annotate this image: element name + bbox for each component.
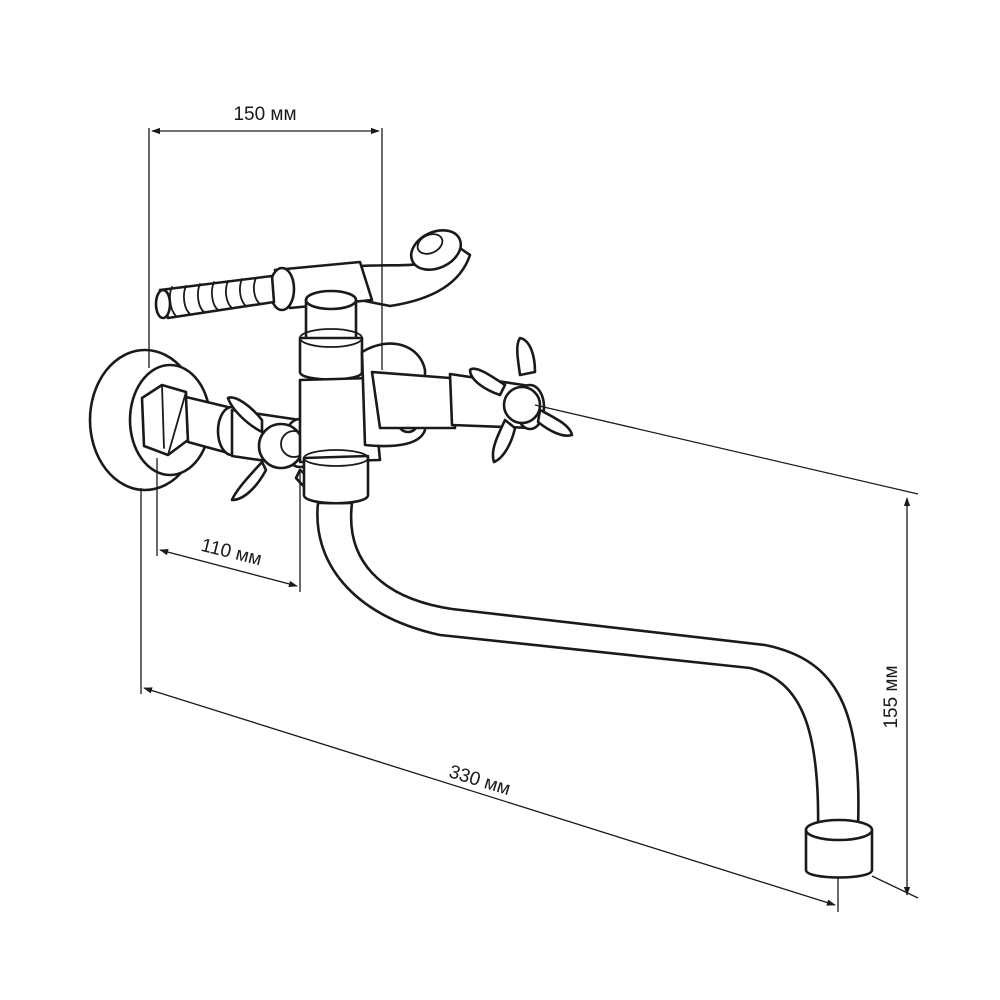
dimension-150-label: 150 мм (233, 104, 296, 125)
spout-union (302, 454, 370, 505)
right-valve (360, 336, 574, 464)
mixer-body (298, 376, 382, 505)
diverter-knob-top (416, 233, 444, 255)
hex-nut (140, 383, 190, 457)
wall-mount-left (88, 348, 248, 492)
shower-diverter (154, 229, 472, 381)
right-cross-handle (468, 336, 574, 464)
right-valve-body (370, 370, 457, 430)
dimension-155-label: 155 мм (881, 665, 902, 728)
spout-nozzle-rim (804, 818, 874, 842)
dimension-110: 110 мм (156, 458, 301, 592)
dimension-155: 155 мм (534, 404, 919, 899)
dimension-330-label: 330 мм (446, 761, 512, 800)
spout (316, 501, 874, 879)
central-body (298, 376, 382, 464)
spout-pipe (316, 501, 860, 834)
shower-hose (154, 274, 276, 320)
dimension-150: 150 мм (148, 104, 383, 370)
dimension-110-label: 110 мм (199, 535, 264, 570)
diverter-stem-top (304, 289, 358, 311)
